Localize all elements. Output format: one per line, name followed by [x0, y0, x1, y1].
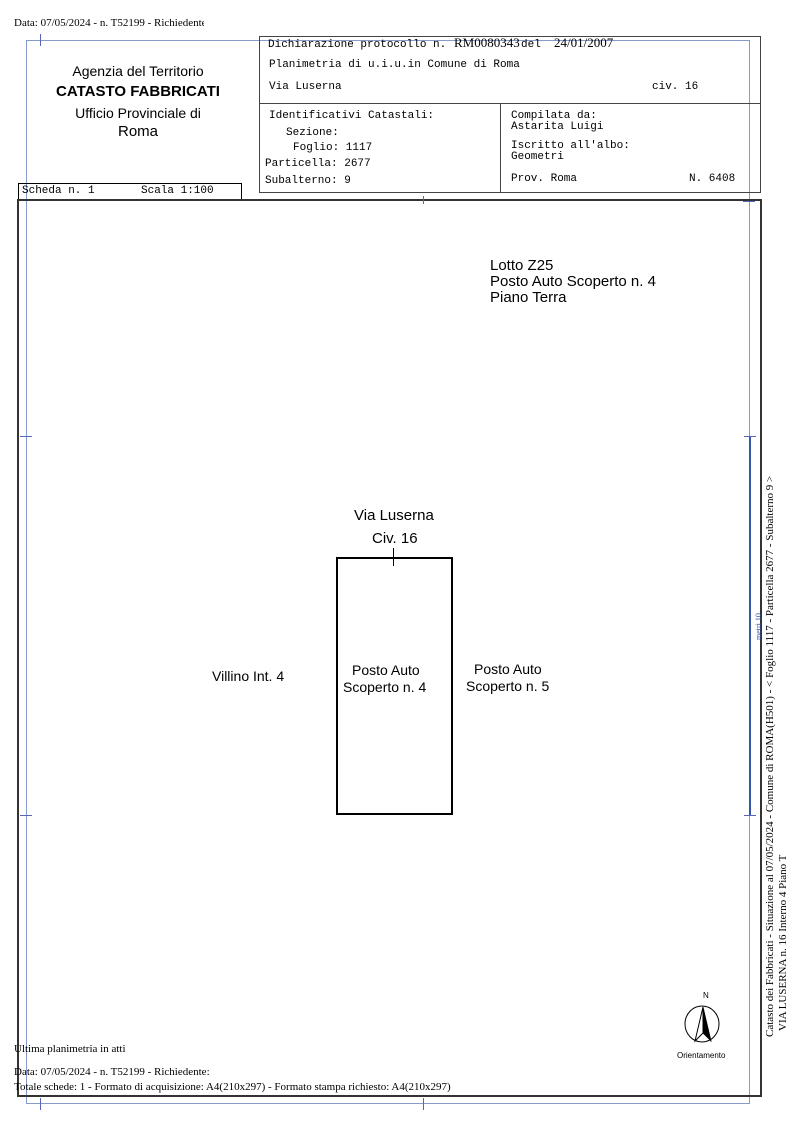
lotto-label: Lotto Z25 [490, 257, 554, 274]
villino-label: Villino Int. 4 [212, 668, 285, 684]
tick-top-left [40, 34, 41, 46]
parking-space-outline [336, 557, 453, 815]
agency-catasto: CATASTO FABBRICATI [56, 83, 220, 100]
parking-label-line1: Posto Auto [352, 662, 420, 678]
footer-request-line: Data: 07/05/2024 - n. T52199 - Richieden… [14, 1066, 210, 1078]
scale-bar-bottom [744, 815, 756, 816]
civ-label: Civ. 16 [372, 530, 418, 547]
scale-bar-top [744, 436, 756, 437]
agency-city: Roma [117, 123, 158, 140]
albo-number: N. 6408 [689, 173, 736, 185]
parking-label-line2: Scoperto n. 4 [343, 679, 427, 695]
agency-office: Ufficio Provinciale di [75, 105, 201, 121]
planimetria-line: Planimetria di u.i.u.in Comune di Roma [269, 59, 520, 71]
adjacent-parking-line1: Posto Auto [474, 661, 542, 677]
tick-bottom-mid [423, 1098, 424, 1110]
entrance-tick [393, 548, 394, 566]
protocol-number: RM0080343 [454, 35, 520, 50]
agency-name: Agenzia del Territorio [72, 63, 204, 79]
piano-label: Piano Terra [490, 289, 567, 306]
north-letter: N [703, 991, 709, 1000]
iscritto-label: Iscritto all'albo: [511, 140, 630, 152]
compilata-name: Astarita Luigi [511, 121, 604, 133]
street-line: Via Luserna [269, 81, 342, 93]
north-compass-icon [683, 1003, 721, 1045]
identificativi-title: Identificativi Catastali: [269, 110, 435, 122]
orientamento-label: Orientamento [677, 1051, 726, 1060]
foglio-field: Foglio: 1117 [293, 142, 373, 154]
scala-value: Scala 1:100 [141, 185, 214, 197]
protocol-date: 24/01/2007 [554, 35, 614, 50]
protocol-del: del [521, 39, 541, 51]
tick-top-mid [423, 196, 424, 204]
tick-left-1 [20, 436, 32, 437]
scheda-number: Scheda n. 1 [22, 185, 95, 197]
tick-right-top [743, 201, 755, 202]
particella-field: Particella: 2677 [265, 158, 371, 170]
header-request-line: Data: 07/05/2024 - n. T52199 - Richieden… [14, 17, 204, 29]
via-label: Via Luserna [354, 507, 434, 524]
tick-left-2 [20, 815, 32, 816]
protocol-label: Dichiarazione protocollo n. [268, 39, 447, 51]
ultima-planimetria: Ultima planimetria in atti [14, 1043, 126, 1055]
scale-bar-label: metri 10 [754, 613, 763, 640]
compilata-box [500, 103, 761, 193]
adjacent-parking-line2: Scoperto n. 5 [466, 678, 550, 694]
side-caption-line1: Catasto dei Fabbricati - Situazione al 0… [764, 475, 776, 1037]
compilata-title: Compilata da: [511, 110, 597, 122]
albo-value: Geometri [511, 151, 564, 163]
plan-frame [17, 199, 762, 1097]
civ-line: civ. 16 [652, 81, 699, 93]
prov-value: Prov. Roma [511, 173, 578, 185]
scale-bar [749, 436, 751, 816]
tick-bottom-left [40, 1098, 41, 1110]
sezione-field: Sezione: [286, 127, 339, 139]
posto-title: Posto Auto Scoperto n. 4 [490, 273, 656, 290]
footer-totale-line: Totale schede: 1 - Formato di acquisizio… [14, 1081, 451, 1093]
subalterno-field: Subalterno: 9 [265, 175, 351, 187]
side-caption-line2: VIA LUSERNA n. 16 Interno 4 Piano T [777, 854, 789, 1031]
